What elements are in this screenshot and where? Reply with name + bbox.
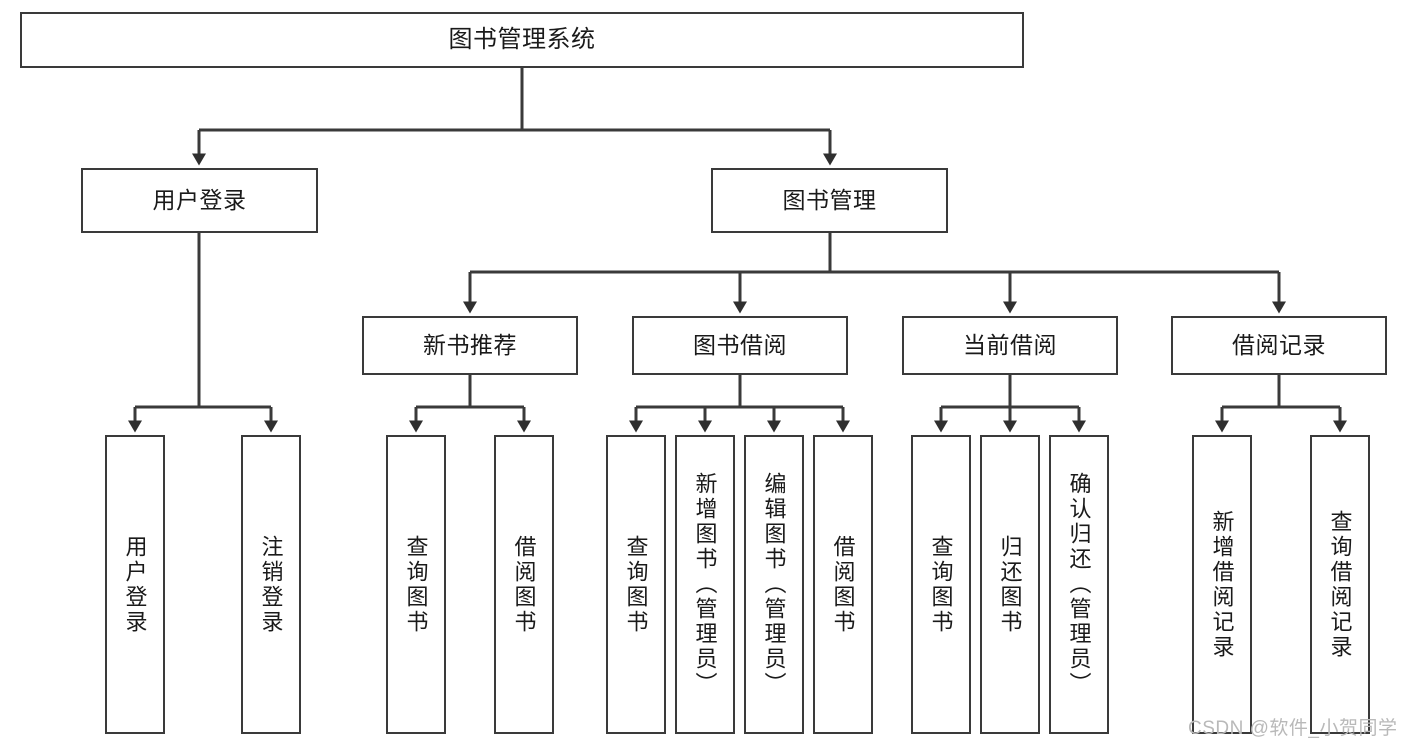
node-user-login[interactable]: 用户登录 bbox=[81, 168, 318, 233]
node-label: 新增借阅记录 bbox=[1209, 509, 1235, 660]
node-label: 编辑图书（管理员） bbox=[761, 472, 787, 697]
node-label: 用户登录 bbox=[122, 534, 148, 635]
node-leaf-user-login[interactable]: 用户登录 bbox=[105, 435, 165, 734]
node-label: 新书推荐 bbox=[423, 331, 517, 358]
node-leaf-add-book[interactable]: 新增图书（管理员） bbox=[675, 435, 735, 734]
node-label: 借阅记录 bbox=[1232, 331, 1326, 358]
node-book-management-system[interactable]: 图书管理系统 bbox=[20, 12, 1024, 68]
node-leaf-query-book-3[interactable]: 查询图书 bbox=[911, 435, 971, 734]
node-leaf-query-book-1[interactable]: 查询图书 bbox=[386, 435, 446, 734]
node-leaf-borrow-book-2[interactable]: 借阅图书 bbox=[813, 435, 873, 734]
node-borrow-record[interactable]: 借阅记录 bbox=[1171, 316, 1387, 375]
node-label: 查询图书 bbox=[623, 534, 649, 635]
node-label: 查询图书 bbox=[928, 534, 954, 635]
node-label: 图书借阅 bbox=[693, 331, 787, 358]
node-label: 图书管理 bbox=[782, 186, 877, 213]
node-label: 归还图书 bbox=[997, 534, 1023, 635]
csdn-watermark: CSDN @软件_小贺同学 bbox=[1188, 718, 1398, 739]
node-leaf-logout-login[interactable]: 注销登录 bbox=[241, 435, 301, 734]
node-label: 用户登录 bbox=[152, 186, 247, 213]
node-leaf-add-borrow-record[interactable]: 新增借阅记录 bbox=[1192, 435, 1252, 734]
node-leaf-query-borrow-record[interactable]: 查询借阅记录 bbox=[1310, 435, 1370, 734]
node-leaf-query-book-2[interactable]: 查询图书 bbox=[606, 435, 666, 734]
node-label: 新增图书（管理员） bbox=[692, 472, 718, 697]
node-label: 图书管理系统 bbox=[448, 25, 596, 53]
node-new-book-recommend[interactable]: 新书推荐 bbox=[362, 316, 578, 375]
node-label: 查询图书 bbox=[403, 534, 429, 635]
node-leaf-borrow-book-1[interactable]: 借阅图书 bbox=[494, 435, 554, 734]
node-book-management[interactable]: 图书管理 bbox=[711, 168, 948, 233]
node-label: 注销登录 bbox=[258, 534, 284, 635]
node-label: 查询借阅记录 bbox=[1327, 509, 1353, 660]
node-label: 借阅图书 bbox=[830, 534, 856, 635]
node-label: 当前借阅 bbox=[963, 331, 1057, 358]
node-label: 确认归还（管理员） bbox=[1066, 472, 1092, 697]
node-book-borrow[interactable]: 图书借阅 bbox=[632, 316, 848, 375]
node-current-borrow[interactable]: 当前借阅 bbox=[902, 316, 1118, 375]
node-leaf-confirm-return[interactable]: 确认归还（管理员） bbox=[1049, 435, 1109, 734]
node-label: 借阅图书 bbox=[511, 534, 537, 635]
node-leaf-edit-book[interactable]: 编辑图书（管理员） bbox=[744, 435, 804, 734]
node-leaf-return-book[interactable]: 归还图书 bbox=[980, 435, 1040, 734]
